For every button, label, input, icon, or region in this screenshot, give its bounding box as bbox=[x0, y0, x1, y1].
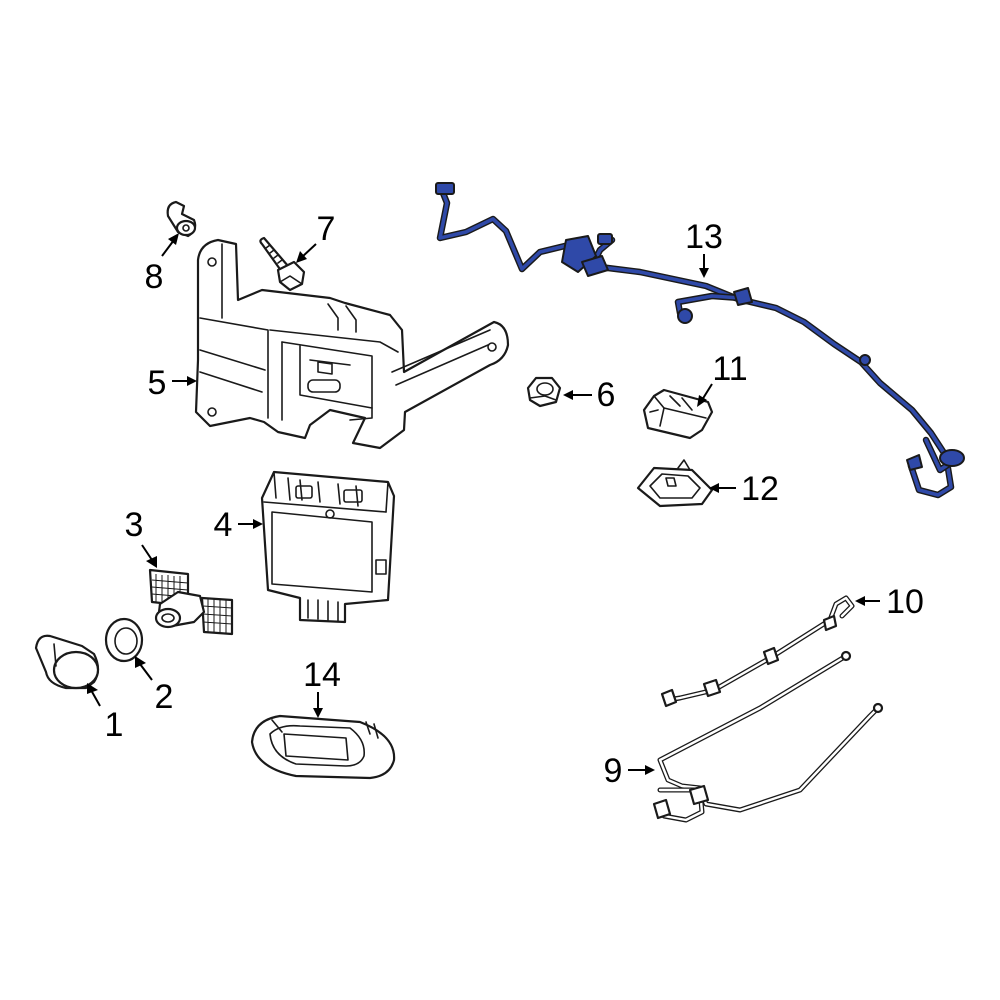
callout-3: 3 bbox=[125, 506, 144, 544]
callout-11: 11 bbox=[712, 350, 747, 388]
callout-arrows bbox=[87, 233, 880, 775]
callout-8: 8 bbox=[145, 258, 164, 296]
sensor-bezel-part-14[interactable] bbox=[250, 714, 396, 780]
sensor-wire-part-10[interactable] bbox=[660, 595, 855, 708]
callout-9: 9 bbox=[604, 752, 623, 790]
mounting-plate-part-12[interactable] bbox=[636, 459, 714, 508]
nut-part-6[interactable] bbox=[526, 376, 562, 408]
bolt-part-7[interactable] bbox=[259, 236, 306, 292]
callout-12: 12 bbox=[741, 470, 779, 508]
sensor-wire-part-9[interactable] bbox=[652, 650, 884, 823]
callout-5: 5 bbox=[148, 364, 167, 402]
callout-10: 10 bbox=[886, 583, 924, 621]
callout-13: 13 bbox=[685, 218, 723, 256]
mounting-bracket-part-5[interactable] bbox=[194, 238, 510, 450]
control-module-part-4[interactable] bbox=[260, 470, 396, 624]
connector-clip-part-11[interactable] bbox=[642, 388, 714, 440]
push-clip-part-8[interactable] bbox=[166, 200, 197, 238]
sensor-retainer-part-3[interactable] bbox=[148, 568, 234, 636]
callout-2: 2 bbox=[155, 678, 174, 716]
callout-6: 6 bbox=[597, 376, 616, 414]
callout-4: 4 bbox=[214, 506, 233, 544]
sensor-ring-part-2[interactable] bbox=[104, 617, 144, 663]
callout-14: 14 bbox=[303, 656, 341, 694]
wiring-harness-part-13[interactable] bbox=[435, 182, 965, 499]
callout-7: 7 bbox=[317, 210, 336, 248]
parking-sensor-part-1[interactable] bbox=[34, 634, 100, 690]
callout-labels: 1 2 3 4 5 6 7 8 9 10 11 12 13 14 bbox=[105, 210, 924, 790]
callout-1: 1 bbox=[105, 706, 124, 744]
